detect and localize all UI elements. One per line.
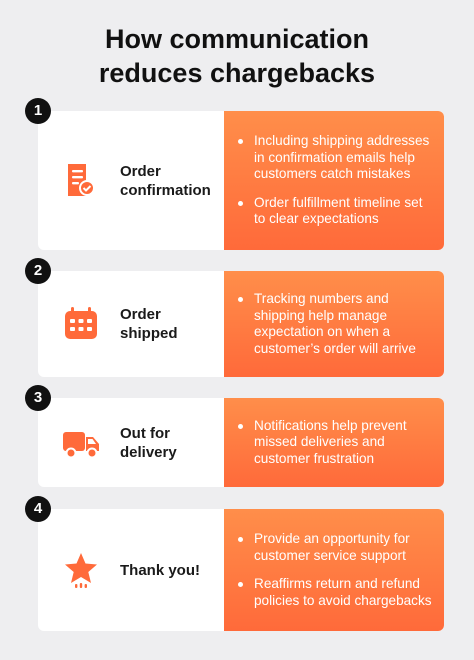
step-number-badge: 1: [25, 98, 51, 124]
delivery-truck-icon: [63, 431, 99, 458]
bullet-item: Order fulfillment timeline set to clear …: [238, 195, 434, 228]
step-label-line-2: shipped: [120, 325, 178, 342]
step-label-line-1: Out for: [120, 424, 170, 442]
step-description-panel: Tracking numbers and shipping help manag…: [224, 271, 444, 377]
step-label: Order shipped: [120, 305, 218, 343]
step-number-badge: 3: [25, 385, 51, 411]
bullet-item: Reaffirms return and refund policies to …: [238, 576, 434, 609]
bullet-item: Provide an opportunity for customer serv…: [238, 531, 434, 564]
step-label-panel: Order confirmation: [38, 111, 224, 250]
bullet-item: Including shipping addresses in confirma…: [238, 133, 434, 183]
star-icon: [65, 553, 97, 588]
step-description-panel: Provide an opportunity for customer serv…: [224, 509, 444, 631]
step-label-line-2: confirmation: [120, 181, 211, 199]
step-label-line-1: Order: [120, 162, 161, 180]
step-number-badge: 4: [25, 496, 51, 522]
step-description-panel: Including shipping addresses in confirma…: [224, 111, 444, 250]
step-card-out-for-delivery: Out for delivery Notifications help prev…: [38, 398, 444, 487]
step-card-order-confirmation: Order confirmation Including shipping ad…: [38, 111, 444, 250]
step-label-line-1: Order: [120, 306, 161, 323]
step-label-line-2: delivery: [120, 443, 177, 461]
title-line-1: How communication: [104, 24, 369, 54]
step-number-badge: 2: [25, 258, 51, 284]
calendar-icon: [65, 307, 97, 339]
step-label: Out for delivery: [120, 424, 218, 462]
step-label-line-1: Thank you!: [120, 561, 201, 579]
step-description-panel: Notifications help prevent missed delive…: [224, 398, 444, 487]
page-title: How communication reduces chargebacks: [0, 22, 474, 90]
step-label-panel: Order shipped: [38, 271, 224, 377]
bullet-item: Tracking numbers and shipping help manag…: [238, 291, 434, 357]
bullet-item: Notifications help prevent missed delive…: [238, 418, 434, 468]
step-label-panel: Out for delivery: [38, 398, 224, 487]
step-label: Thank you!: [120, 561, 218, 580]
document-check-icon: [68, 163, 95, 196]
title-line-2: reduces chargebacks: [98, 58, 376, 88]
step-card-thank-you: Thank you! Provide an opportunity for cu…: [38, 509, 444, 631]
step-label-panel: Thank you!: [38, 509, 224, 631]
step-label: Order confirmation: [120, 162, 218, 200]
step-card-order-shipped: Order shipped Tracking numbers and shipp…: [38, 271, 444, 377]
